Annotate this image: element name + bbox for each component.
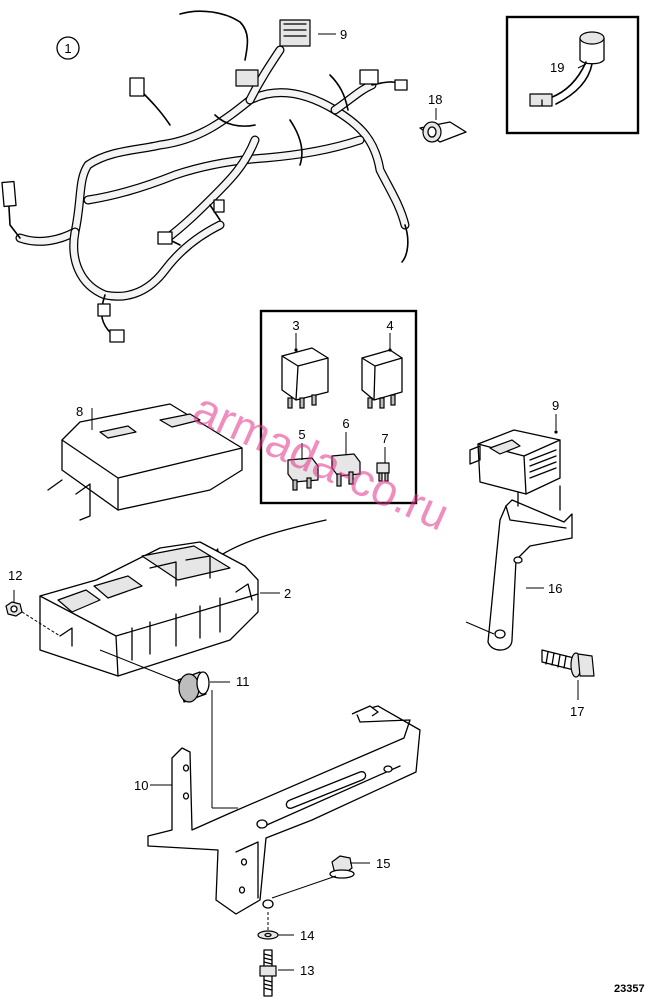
bracket-part-10: 10: [134, 705, 421, 915]
callout-13: 13: [300, 963, 314, 978]
callout-18: 18: [428, 92, 442, 107]
connector-part-9: 9: [469, 398, 561, 495]
callout-3: 3: [292, 318, 299, 333]
wiring-harness-part-1: 1: [1, 10, 410, 343]
callout-6: 6: [342, 416, 349, 431]
fuse-part-5: 5: [287, 427, 319, 491]
flange-bolt-part-17: 17: [541, 649, 595, 719]
callout-circle-1: [56, 36, 80, 60]
frame-part-19: [505, 15, 640, 135]
callout-9-top: 9: [340, 27, 347, 42]
callout-17: 17: [570, 704, 584, 719]
mounting-bracket-part-16: 16: [465, 485, 573, 651]
fuse-box-cover-part-8: 8: [47, 403, 243, 521]
relays-and-fuses-group: 3 4 5 6: [259, 309, 418, 505]
callout-11: 11: [236, 674, 250, 689]
flange-nut-part-15: 15: [271, 855, 390, 899]
fuse-part-7: 7: [376, 431, 390, 482]
callout-4: 4: [386, 318, 393, 333]
callout-12: 12: [8, 568, 22, 583]
callout-10: 10: [134, 778, 148, 793]
callout-15: 15: [376, 856, 390, 871]
relay-part-4: 4: [361, 318, 403, 409]
washer-part-14: 14: [257, 912, 314, 943]
frame-relays-fuses: [259, 309, 418, 505]
callout-14: 14: [300, 928, 314, 943]
nut-part-12: 12: [5, 568, 61, 637]
callout-2: 2: [284, 586, 291, 601]
callout-1: 1: [64, 41, 71, 56]
callout-16: 16: [548, 581, 562, 596]
relay-part-3: 3: [281, 318, 329, 409]
cable-clip-part-18: 18: [419, 92, 467, 143]
rubber-mount-part-11: 11: [99, 649, 250, 808]
buzzer-part-19: 19: [505, 15, 640, 135]
fuse-part-6: 6: [331, 416, 361, 487]
callout-5: 5: [298, 427, 305, 442]
stud-part-13: 13: [259, 949, 314, 997]
callout-8: 8: [76, 404, 83, 419]
drawing-number: 23357: [614, 983, 645, 995]
callout-19: 19: [550, 60, 564, 75]
fuse-box-part-2: 2: [39, 541, 291, 677]
callout-9-right: 9: [552, 398, 559, 413]
callout-7: 7: [381, 431, 388, 446]
